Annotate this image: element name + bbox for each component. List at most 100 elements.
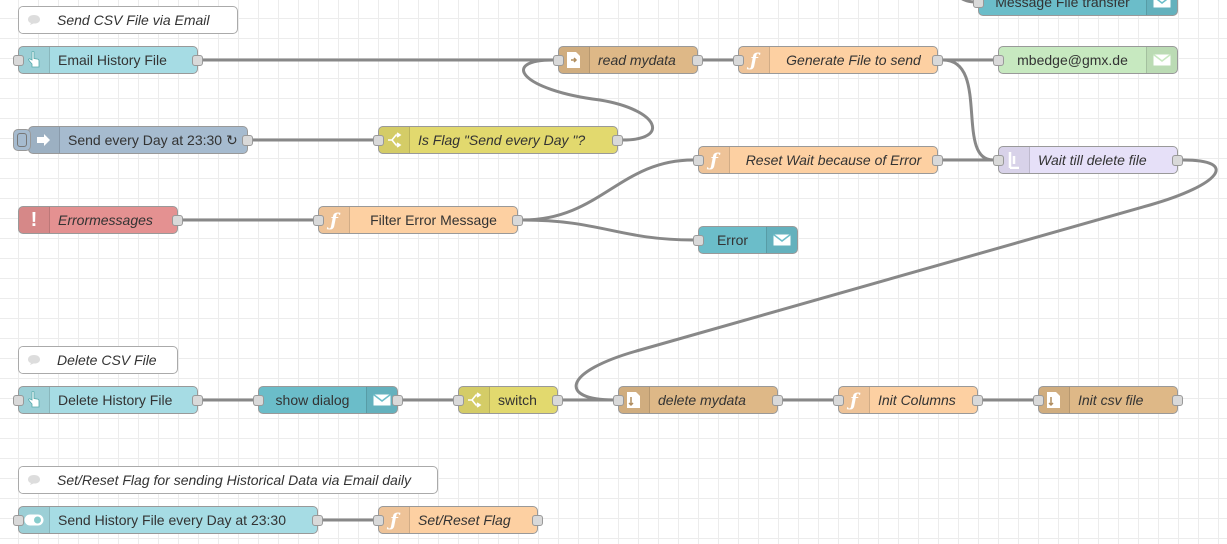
function-icon: ƒ (739, 47, 770, 73)
arrow-right-icon (29, 127, 60, 153)
delete-mydata-node[interactable]: delete mydata (613, 386, 783, 414)
node-label: Init Columns (878, 392, 956, 408)
input-port[interactable] (13, 55, 24, 66)
show-dialog-node[interactable]: show dialog (253, 386, 403, 414)
email-history-file-node[interactable]: Email History File (13, 46, 203, 74)
wire-wait-to-delete (574, 158, 1218, 402)
node-label: Delete History File (58, 392, 173, 408)
output-port[interactable] (932, 155, 943, 166)
node-label: Wait till delete file (1038, 152, 1147, 168)
comment-delete-csv-node[interactable]: Delete CSV File (18, 346, 178, 374)
output-port[interactable] (192, 395, 203, 406)
input-port[interactable] (693, 235, 704, 246)
node-label: mbedge@gmx.de (1017, 52, 1128, 68)
node-label: Email History File (58, 52, 167, 68)
output-port[interactable] (1172, 155, 1183, 166)
node-label: Generate File to send (786, 52, 921, 68)
switch-icon (459, 387, 490, 413)
output-port[interactable] (1172, 395, 1183, 406)
input-port[interactable] (1033, 395, 1044, 406)
output-port[interactable] (532, 515, 543, 526)
input-port[interactable] (993, 155, 1004, 166)
output-port[interactable] (392, 395, 403, 406)
input-port[interactable] (13, 515, 24, 526)
exclamation-icon: ! (19, 207, 50, 233)
switch-node[interactable]: switch (453, 386, 563, 414)
input-port[interactable] (833, 395, 844, 406)
comment-label: Set/Reset Flag for sending Historical Da… (57, 472, 412, 488)
send-history-every-day-node[interactable]: Send History File every Day at 23:30 (13, 506, 323, 534)
input-port[interactable] (553, 55, 564, 66)
wire-generate-to-wait (941, 58, 995, 162)
wire-filter-to-error (521, 218, 695, 242)
input-port[interactable] (453, 395, 464, 406)
input-port[interactable] (253, 395, 264, 406)
is-flag-switch-node[interactable]: Is Flag "Send every Day "? (373, 126, 623, 154)
toggle-icon (19, 507, 50, 533)
node-label: switch (498, 392, 537, 408)
output-port[interactable] (692, 55, 703, 66)
output-port[interactable] (512, 215, 523, 226)
input-port[interactable] (693, 155, 704, 166)
file-icon (619, 387, 650, 413)
input-port[interactable] (733, 55, 744, 66)
node-label: Errormessages (58, 212, 153, 228)
node-label: Send History File every Day at 23:30 (58, 512, 286, 528)
reset-wait-node[interactable]: ƒ Reset Wait because of Error (693, 146, 943, 174)
message-file-transfer-node[interactable]: Message File transfer (973, 0, 1178, 16)
input-port[interactable] (973, 0, 984, 8)
output-port[interactable] (192, 55, 203, 66)
input-port[interactable] (373, 135, 384, 146)
input-port[interactable] (373, 515, 384, 526)
input-port[interactable] (13, 395, 24, 406)
comment-send-csv-node[interactable]: Send CSV File via Email (18, 6, 238, 34)
comment-label: Delete CSV File (57, 352, 157, 368)
node-label: delete mydata (658, 392, 746, 408)
wire-filter-to-reset (521, 158, 695, 222)
node-label: show dialog (275, 392, 350, 408)
input-port[interactable] (993, 55, 1004, 66)
function-icon: ƒ (839, 387, 870, 413)
node-label: Reset Wait because of Error (745, 152, 922, 168)
output-port[interactable] (242, 135, 253, 146)
function-icon: ƒ (699, 147, 730, 173)
function-icon: ƒ (319, 207, 350, 233)
output-port[interactable] (932, 55, 943, 66)
read-mydata-node[interactable]: read mydata (553, 46, 703, 74)
output-port[interactable] (772, 395, 783, 406)
output-port[interactable] (612, 135, 623, 146)
init-csv-file-node[interactable]: Init csv file (1033, 386, 1183, 414)
node-label: Set/Reset Flag (418, 512, 511, 528)
node-label: read mydata (598, 52, 676, 68)
input-port[interactable] (313, 215, 324, 226)
mbedge-email-node[interactable]: mbedge@gmx.de (993, 46, 1178, 74)
file-icon (559, 47, 590, 73)
wire-isflag-to-read (522, 58, 655, 142)
set-reset-flag-node[interactable]: ƒ Set/Reset Flag (373, 506, 543, 534)
inject-button[interactable] (13, 129, 31, 151)
file-icon (1039, 387, 1070, 413)
output-port[interactable] (972, 395, 983, 406)
output-port[interactable] (312, 515, 323, 526)
comment-label: Send CSV File via Email (57, 12, 210, 28)
comment-icon (19, 7, 49, 33)
generate-file-node[interactable]: ƒ Generate File to send (733, 46, 943, 74)
function-icon: ƒ (379, 507, 410, 533)
filter-error-node[interactable]: ƒ Filter Error Message (313, 206, 523, 234)
envelope-icon (766, 227, 797, 253)
output-port[interactable] (172, 215, 183, 226)
comment-set-reset-node[interactable]: Set/Reset Flag for sending Historical Da… (18, 466, 438, 494)
node-label: Is Flag "Send every Day "? (418, 132, 586, 148)
errormessages-catch-node[interactable]: ! Errormessages (18, 206, 183, 234)
send-every-day-node[interactable]: Send every Day at 23:30 ↻ (13, 126, 253, 154)
input-port[interactable] (613, 395, 624, 406)
output-port[interactable] (552, 395, 563, 406)
node-label: Message File transfer (995, 0, 1130, 10)
error-notification-node[interactable]: Error (693, 226, 798, 254)
timer-icon (999, 147, 1030, 173)
wait-till-delete-node[interactable]: Wait till delete file (993, 146, 1183, 174)
envelope-icon (1146, 47, 1177, 73)
init-columns-node[interactable]: ƒ Init Columns (833, 386, 983, 414)
delete-history-file-node[interactable]: Delete History File (13, 386, 203, 414)
